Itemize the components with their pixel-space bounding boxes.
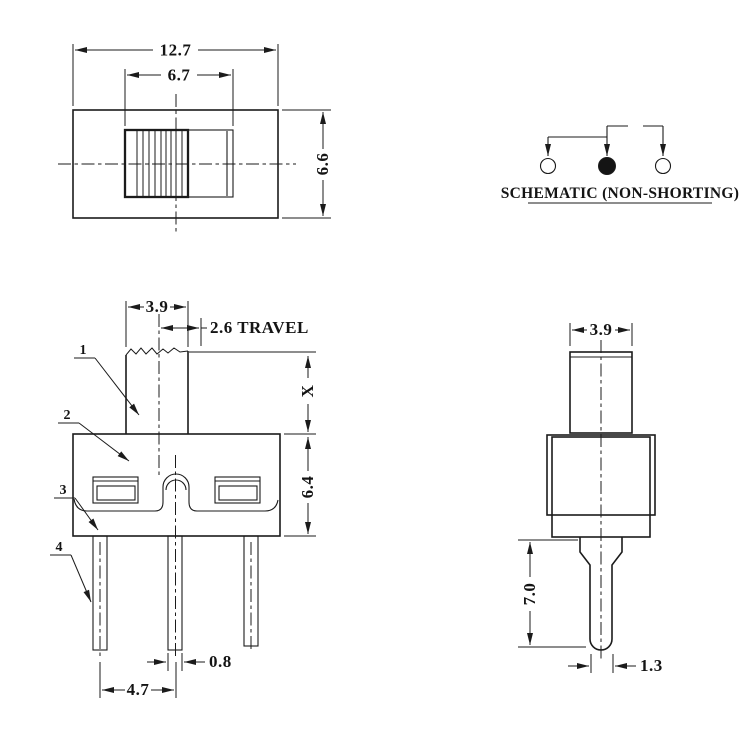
dim-text-knob-width: 3.9	[146, 297, 169, 316]
dim-knob-depth: 3.9	[569, 320, 633, 346]
dim-text-knob-depth: 3.9	[590, 320, 613, 339]
leader-line	[74, 497, 99, 531]
callout-number: 4	[56, 540, 63, 555]
callout-4-terminal: 4	[50, 540, 92, 603]
terminal-open-left	[539, 157, 557, 175]
dim-pin-spacing: 4.7	[99, 662, 177, 699]
dim-body-height: 6.6	[282, 109, 332, 219]
terminal-common-filled	[598, 157, 616, 175]
dim-overall-length: 12.7	[72, 41, 279, 106]
dim-slider-length: 6.7	[124, 66, 234, 126]
callout-2-cover: 2	[58, 408, 130, 462]
dim-text-pin-length: 7.0	[520, 583, 539, 606]
extension-line	[125, 301, 189, 347]
dim-text-actuator-height: X	[298, 384, 317, 397]
dim-text-pin-spacing: 4.7	[127, 680, 150, 699]
dim-text-pin-width-side: 1.3	[640, 656, 663, 675]
dim-pin-length: 7.0	[518, 539, 586, 648]
schematic-wire	[548, 125, 663, 138]
window-outer	[214, 476, 261, 504]
callout-number: 3	[60, 483, 67, 498]
extension-line	[99, 662, 177, 698]
window-inner	[218, 485, 258, 501]
dim-actuator-height: X	[284, 356, 317, 435]
dim-text-slider-length: 6.7	[168, 66, 191, 85]
dim-knob-width: 3.9	[125, 297, 189, 347]
dim-travel: 2.6 TRAVEL	[161, 318, 309, 346]
leader-line	[94, 357, 140, 416]
actuator-sides	[125, 351, 189, 434]
front-view: 3.9 2.6 TRAVEL X 6.4 0.8	[50, 297, 317, 699]
switch-body-front	[72, 433, 281, 537]
leader-line	[78, 422, 130, 462]
terminal-open-right	[654, 157, 672, 175]
dim-text-body-height: 6.6	[313, 153, 332, 176]
dim-pin-width-front: 0.8	[147, 652, 232, 671]
extension-line	[569, 323, 633, 346]
dim-text-travel: 2.6 TRAVEL	[210, 318, 309, 337]
dim-pin-width-side: 1.3	[568, 654, 663, 675]
dim-text-pin-width: 0.8	[209, 652, 232, 671]
extension-line	[124, 69, 234, 126]
window-outer	[92, 476, 139, 504]
top-view: 12.7 6.7 6.6	[58, 41, 332, 234]
dim-text-overall-length: 12.7	[160, 41, 192, 60]
extension-line	[590, 654, 614, 673]
dim-text-body-height: 6.4	[298, 476, 317, 499]
side-view: 3.9 7.0 1.3	[518, 320, 663, 675]
extension-line	[167, 653, 183, 671]
window-inner	[96, 485, 136, 501]
leader-line	[70, 554, 92, 603]
callout-3-base: 3	[54, 483, 99, 531]
schematic-view: SCHEMATIC (NON-SHORTING)	[501, 125, 739, 204]
extension-line	[72, 44, 279, 106]
callout-number: 1	[80, 343, 87, 358]
schematic-label: SCHEMATIC (NON-SHORTING)	[501, 185, 739, 202]
dim-front-body-height: 6.4	[284, 437, 317, 537]
callout-1-actuator: 1	[74, 343, 140, 416]
pin-left	[92, 535, 108, 651]
terminal-window-right	[214, 476, 261, 504]
extension-line	[518, 539, 586, 648]
extension-line	[282, 109, 331, 219]
callout-number: 2	[64, 408, 71, 423]
break-line	[125, 347, 189, 356]
terminal-window-left	[92, 476, 139, 504]
